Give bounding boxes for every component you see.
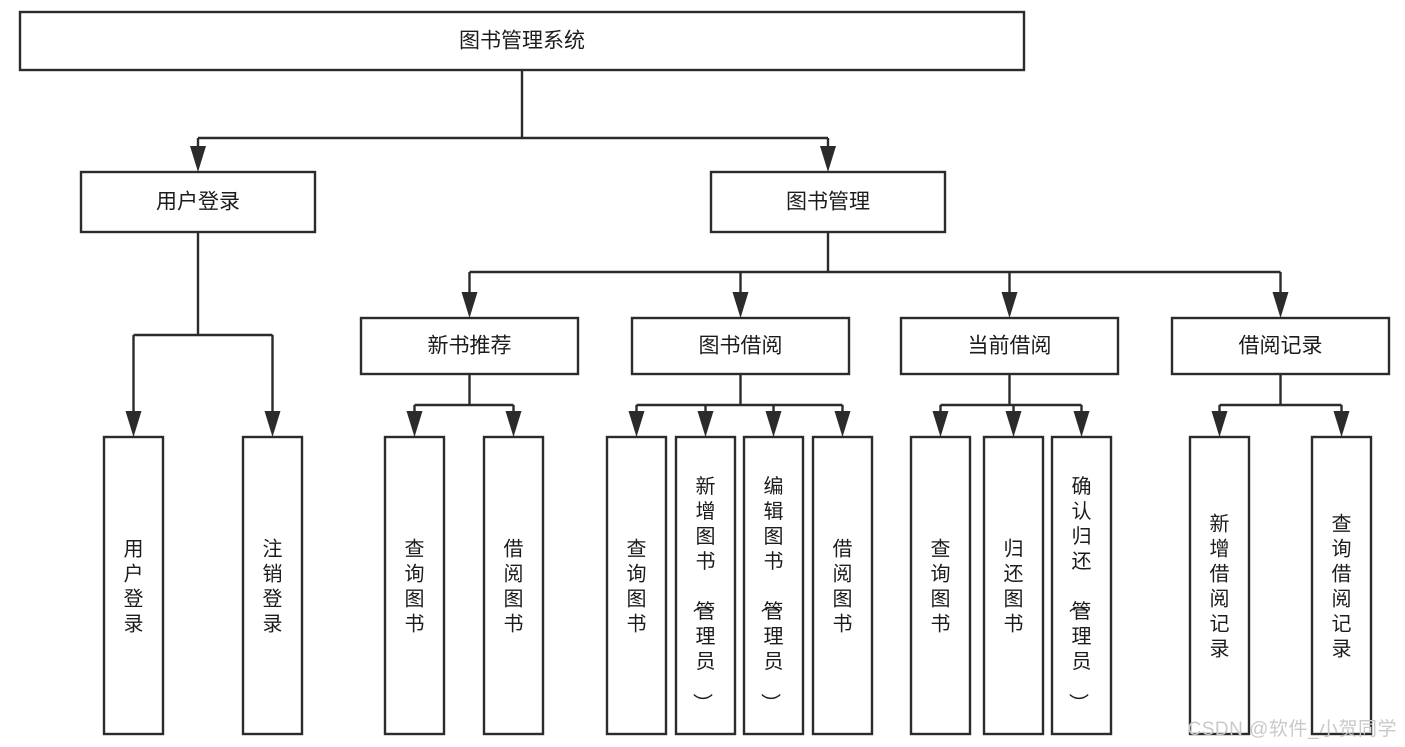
node-借阅记录[interactable]: 借阅记录 [1170,316,1391,376]
node-box[interactable] [482,435,545,736]
node-图书管理系统[interactable]: 图书管理系统 [18,10,1026,72]
arrow-head-icon [1272,292,1289,318]
node-label: 查询图书 [627,538,647,636]
connector-group-n3a [406,374,522,437]
node-label: 图书管理 [786,191,870,214]
node-新书推荐[interactable]: 新书推荐 [359,316,580,376]
node-新增图书管理员[interactable]: 新增图书（管理员） [674,435,737,736]
arrow-head-icon [834,411,851,437]
arrow-head-icon [765,411,782,437]
node-当前借阅[interactable]: 当前借阅 [899,316,1120,376]
connector-group-n3b [628,374,851,437]
arrow-head-icon [125,411,142,437]
node-box[interactable] [18,10,1026,72]
node-label: 注销登录 [263,538,283,636]
node-用户登录[interactable]: 用户登录 [79,170,317,234]
node-注销登录[interactable]: 注销登录 [241,435,304,736]
node-box[interactable] [359,316,580,376]
arrow-head-icon [461,292,478,318]
node-label: 查询图书 [405,538,425,636]
node-box[interactable] [605,435,668,736]
node-借阅图书[interactable]: 借阅图书 [811,435,874,736]
node-查询图书[interactable]: 查询图书 [383,435,446,736]
connector-group-root [190,70,836,172]
connector-group-n2b [461,232,1289,318]
node-box[interactable] [630,316,851,376]
node-查询图书[interactable]: 查询图书 [909,435,972,736]
arrow-head-icon [406,411,423,437]
node-label: 图书管理系统 [459,30,585,53]
arrow-head-icon [820,146,836,172]
node-box[interactable] [1188,435,1251,736]
node-box[interactable] [674,435,737,736]
arrow-head-icon [190,146,206,172]
connector-layer [125,70,1350,437]
node-label: 归还图书 [1004,538,1024,636]
node-借阅图书[interactable]: 借阅图书 [482,435,545,736]
node-box[interactable] [742,435,805,736]
node-label: 新增图书（管理员） [691,475,716,713]
node-box[interactable] [982,435,1045,736]
node-label: 新书推荐 [428,335,512,358]
arrow-head-icon [697,411,714,437]
connector-group-n3d [1211,374,1350,437]
node-box[interactable] [102,435,165,736]
node-box[interactable] [1050,435,1113,736]
node-label: 查询图书 [931,538,951,636]
node-label: 查询借阅记录 [1332,513,1352,661]
node-box[interactable] [1310,435,1373,736]
arrow-head-icon [1005,411,1022,437]
node-图书管理[interactable]: 图书管理 [709,170,947,234]
arrow-head-icon [932,411,949,437]
node-图书借阅[interactable]: 图书借阅 [630,316,851,376]
arrow-head-icon [1073,411,1090,437]
connector-group-n3c [932,374,1090,437]
connector-group-n2a [125,232,281,437]
node-label: 编辑图书（管理员） [759,475,784,713]
csdn-watermark: CSDN @软件_小贺同学 [1187,719,1397,740]
node-查询图书[interactable]: 查询图书 [605,435,668,736]
node-layer: 图书管理系统用户登录图书管理新书推荐图书借阅当前借阅借阅记录用户登录注销登录查询… [18,10,1391,736]
node-label: 确认归还（管理员） [1067,475,1092,713]
arrow-head-icon [628,411,645,437]
node-查询借阅记录[interactable]: 查询借阅记录 [1310,435,1373,736]
node-label: 用户登录 [156,191,240,214]
arrow-head-icon [264,411,281,437]
arrow-head-icon [1333,411,1350,437]
arrow-head-icon [1001,292,1018,318]
node-box[interactable] [709,170,947,234]
node-确认归还管理员[interactable]: 确认归还（管理员） [1050,435,1113,736]
node-label: 借阅记录 [1239,335,1323,358]
node-label: 用户登录 [124,539,144,636]
node-编辑图书管理员[interactable]: 编辑图书（管理员） [742,435,805,736]
node-box[interactable] [383,435,446,736]
node-label: 借阅图书 [504,538,524,636]
arrow-head-icon [732,292,749,318]
node-box[interactable] [909,435,972,736]
node-label: 当前借阅 [968,335,1052,358]
node-用户登录[interactable]: 用户登录 [102,435,165,736]
arrow-head-icon [505,411,522,437]
node-box[interactable] [899,316,1120,376]
node-新增借阅记录[interactable]: 新增借阅记录 [1188,435,1251,736]
node-box[interactable] [811,435,874,736]
node-label: 图书借阅 [699,335,783,358]
arrow-head-icon [1211,411,1228,437]
node-box[interactable] [1170,316,1391,376]
node-box[interactable] [79,170,317,234]
node-label: 新增借阅记录 [1210,513,1230,661]
node-label: 借阅图书 [833,538,853,636]
node-box[interactable] [241,435,304,736]
node-归还图书[interactable]: 归还图书 [982,435,1045,736]
